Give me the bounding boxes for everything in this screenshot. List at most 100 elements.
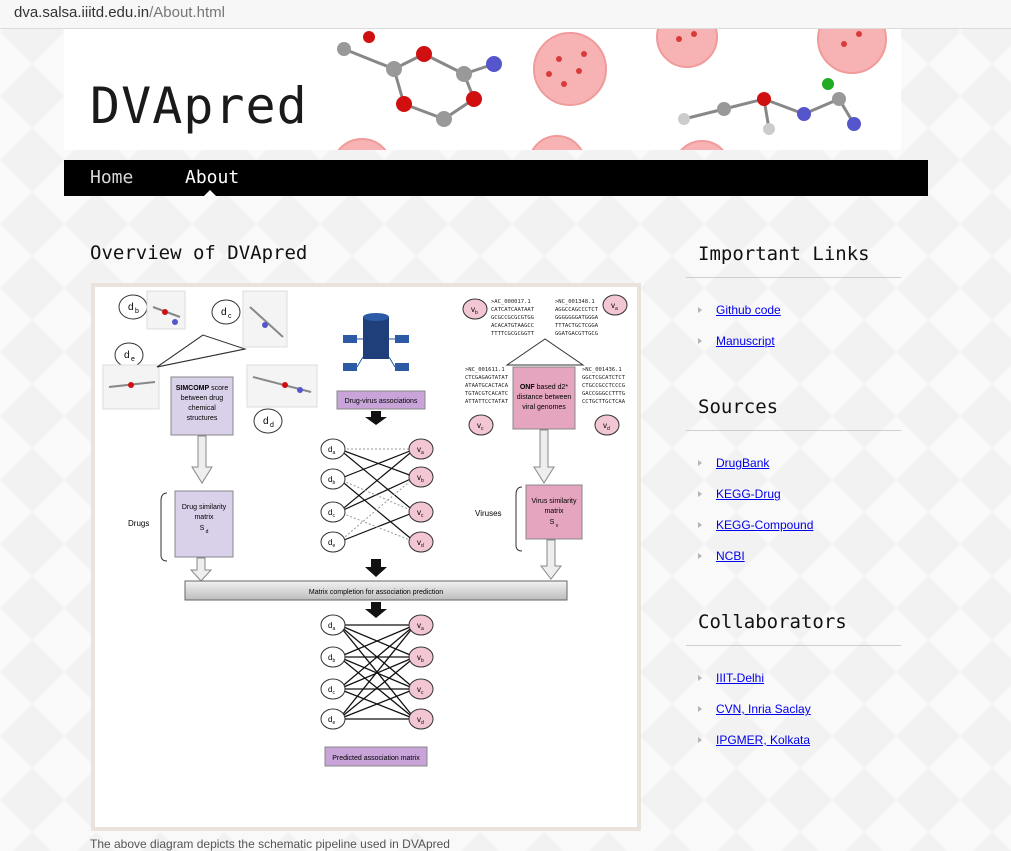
svg-text:CCTGCTTGCTCAA: CCTGCTTGCTCAA — [582, 399, 626, 405]
drug-structure-image-2 — [242, 290, 288, 348]
svg-text:db: db — [328, 475, 335, 486]
drug-sim-sub: d — [206, 529, 209, 535]
drug-node-label-b: d — [128, 302, 134, 313]
arrow-down-icon — [191, 435, 213, 484]
svg-text:Virus similarity: Virus similarity — [532, 498, 577, 505]
virus-similarity-box — [525, 484, 583, 540]
browser-url-bar[interactable]: dva.salsa.iiitd.edu.in/About.html — [0, 0, 1011, 29]
link-iiit-delhi[interactable]: IIIT-Delhi — [716, 671, 765, 685]
svg-text:dc: dc — [328, 685, 335, 696]
matrix-completion-bar — [184, 580, 568, 601]
arrow-down-icon — [189, 557, 213, 582]
svg-text:v: v — [556, 523, 559, 529]
simcomp-line-3: chemical — [188, 405, 216, 412]
bullet-icon — [698, 675, 702, 681]
collaborators-heading: Collaborators — [698, 611, 847, 633]
svg-text:vb: vb — [471, 305, 478, 316]
site-banner: DVApred — [64, 29, 901, 150]
drug-node-sub-c: c — [228, 313, 232, 320]
svg-text:CATCATCAATAAT: CATCATCAATAAT — [491, 307, 535, 313]
arrow-down-icon — [365, 559, 387, 577]
svg-text:vc: vc — [417, 685, 424, 696]
nav-home-link[interactable]: Home — [90, 167, 134, 188]
svg-text:S: S — [550, 519, 555, 526]
svg-text:vd: vd — [417, 538, 424, 549]
drug-node-sub-e: e — [131, 356, 135, 363]
svg-text:dc: dc — [328, 508, 335, 519]
nav-about-link[interactable]: About — [185, 167, 240, 188]
svg-text:>AC_000017.1: >AC_000017.1 — [491, 299, 531, 305]
svg-text:ATAATGCACTACA: ATAATGCACTACA — [465, 383, 509, 389]
simcomp-line-4: structures — [187, 415, 218, 422]
drug-node-sub-b: b — [135, 308, 139, 315]
drug-node-c — [211, 299, 241, 325]
sources-heading: Sources — [698, 396, 779, 418]
link-drugbank[interactable]: DrugBank — [716, 456, 770, 470]
svg-text:vc: vc — [417, 508, 424, 519]
svg-text:viral genomes: viral genomes — [522, 404, 566, 411]
drugs-bracket — [160, 492, 168, 562]
arrow-down-icon — [365, 602, 387, 618]
database-icon — [333, 307, 419, 381]
svg-text:GCGCCGCGCGTGG: GCGCCGCGCGTGG — [491, 315, 534, 321]
svg-text:de: de — [328, 538, 335, 549]
sidebar-divider — [686, 430, 901, 431]
drugs-label: Drugs — [128, 519, 149, 528]
matrix-completion-label: Matrix completion for association predic… — [309, 589, 443, 596]
svg-text:vd: vd — [603, 421, 610, 432]
main-navbar: Home About — [64, 160, 928, 196]
svg-text:vb: vb — [417, 653, 424, 664]
link-kegg-compound[interactable]: KEGG-Compound — [716, 518, 814, 532]
link-github-code[interactable]: Github code — [716, 303, 781, 317]
svg-text:GGATGACGTTGCG: GGATGACGTTGCG — [555, 331, 598, 337]
bullet-icon — [698, 307, 702, 313]
svg-text:GACCGGGCCTTTG: GACCGGGCCTTTG — [582, 391, 625, 397]
link-kegg-drug[interactable]: KEGG-Drug — [716, 487, 781, 501]
svg-text:da: da — [328, 621, 335, 632]
svg-text:CTCGAGAGTATAT: CTCGAGAGTATAT — [465, 375, 509, 381]
simcomp-bold-label: SIMCOMP — [176, 385, 210, 392]
link-cvn-inria-saclay[interactable]: CVN, Inria Saclay — [716, 702, 811, 716]
viruses-bracket — [515, 486, 523, 552]
simcomp-line-2: between drug — [181, 395, 224, 402]
svg-text:GGGGGGGATGGGA: GGGGGGGATGGGA — [555, 315, 599, 321]
svg-text:ATTATTCCTATAT: ATTATTCCTATAT — [465, 399, 509, 405]
molecule-banner-image — [337, 29, 887, 150]
svg-text:vc: vc — [477, 421, 484, 432]
drug-node-d — [253, 408, 283, 434]
svg-text:TGTACGTCACATC: TGTACGTCACATC — [465, 391, 508, 397]
arrow-down-icon — [365, 411, 387, 425]
svg-text:va: va — [611, 301, 618, 312]
predicted-matrix-label: Predicted association matrix — [332, 755, 420, 762]
active-caret-icon — [204, 190, 216, 196]
svg-text:AGGCCAGCCCTCT: AGGCCAGCCCTCT — [555, 307, 599, 313]
svg-text:ACACATGTAAGCC: ACACATGTAAGCC — [491, 323, 534, 329]
svg-text:>NC_001348.1: >NC_001348.1 — [555, 299, 595, 305]
important-links-heading: Important Links — [698, 243, 870, 265]
svg-text:CTGCCGCCTCCCG: CTGCCGCCTCCCG — [582, 383, 625, 389]
url-path: /About.html — [149, 4, 225, 21]
drug-node-label-e: d — [124, 350, 130, 361]
url-text[interactable]: dva.salsa.iiitd.edu.in/About.html — [14, 4, 225, 21]
link-ipgmer-kolkata[interactable]: IPGMER, Kolkata — [716, 733, 811, 747]
drug-virus-label: Drug-virus associations — [345, 398, 418, 405]
simcomp-box — [170, 376, 234, 436]
bullet-icon — [698, 460, 702, 466]
link-ncbi[interactable]: NCBI — [716, 549, 745, 563]
svg-text:>NC_001611.1: >NC_001611.1 — [465, 367, 505, 373]
drug-structure-image-4 — [246, 364, 318, 408]
site-logo[interactable]: DVApred — [90, 77, 308, 135]
bullet-icon — [698, 706, 702, 712]
figure-caption: The above diagram depicts the schematic … — [90, 837, 450, 851]
link-manuscript[interactable]: Manuscript — [716, 334, 775, 348]
drug-node-label-d: d — [263, 416, 269, 427]
svg-text:>NC_001436.1: >NC_001436.1 — [582, 367, 622, 373]
drug-sim-line-1: Drug similarity — [182, 504, 227, 511]
svg-text:vd: vd — [417, 715, 424, 726]
svg-text:TTTACTGCTCGGA: TTTACTGCTCGGA — [555, 323, 599, 329]
predicted-matrix-box — [324, 746, 428, 767]
